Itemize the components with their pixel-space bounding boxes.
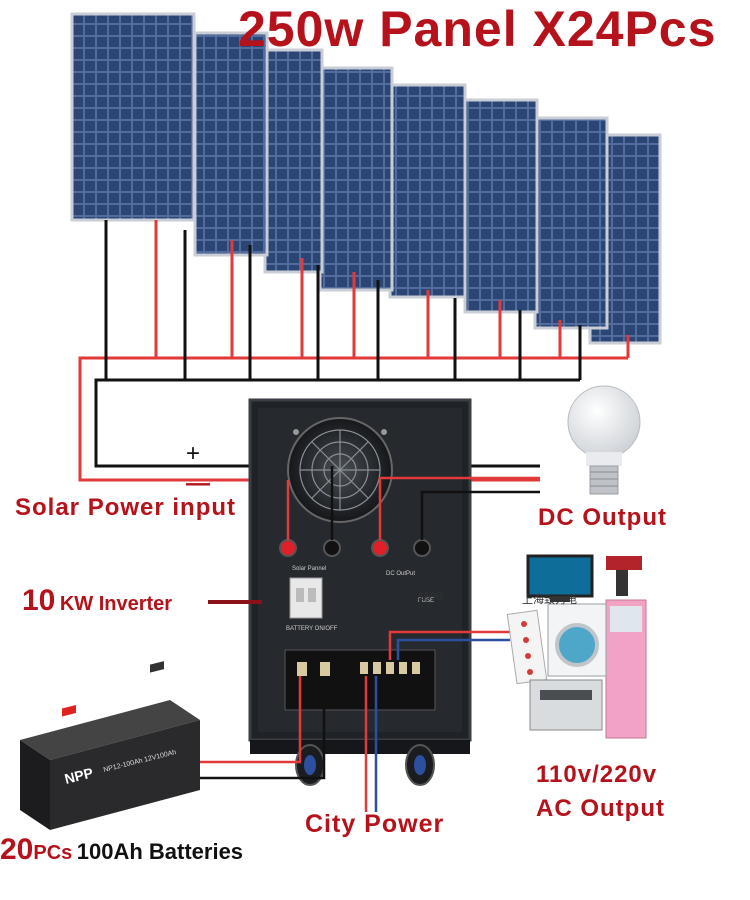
solar-panel <box>533 116 609 330</box>
battery-count: 20 <box>0 833 34 866</box>
solar-positive-terminal <box>279 539 297 557</box>
fuse-label: FUSE <box>418 598 434 604</box>
power-strip-icon <box>506 609 548 685</box>
printer-icon <box>529 679 603 731</box>
ac-output-text: AC Output <box>536 795 665 822</box>
city-power-label: City Power <box>305 810 445 838</box>
solar-panel <box>318 66 394 292</box>
watermark-right: 上海致力电 <box>522 594 577 606</box>
battery-label: 20PCs 100Ah Batteries <box>0 833 243 867</box>
solar-panel <box>463 98 539 314</box>
watermark-left: 1590 <box>418 591 443 603</box>
solar-panel <box>193 31 269 257</box>
ac-appliances <box>506 554 647 739</box>
ac-output-label: 110v/220v AC Output <box>536 758 665 826</box>
inverter-label: 10 KW Inverter <box>22 584 172 618</box>
inverter-power-number: 10 <box>22 584 56 617</box>
dc-negative-terminal <box>413 539 431 557</box>
ac-output-voltage: 110v/220v <box>536 761 658 788</box>
solar-panel <box>70 12 196 222</box>
inverter-text: KW Inverter <box>59 593 173 615</box>
solar-power-input-label: Solar Power input <box>15 494 237 521</box>
solar-negative-terminal <box>323 539 341 557</box>
inverter-cabinet: Solar Pannel DC OutPut BATTERY ON/OFF FU… <box>248 398 472 786</box>
battery-text: 100Ah Batteries <box>76 839 244 864</box>
battery-onoff-label: BATTERY ON/OFF <box>286 626 338 632</box>
positive-sign: + <box>186 440 201 467</box>
battery-breaker <box>289 577 323 619</box>
drill-icon <box>606 556 642 596</box>
negative-sign: — <box>186 470 210 497</box>
battery-pcs: PCs <box>33 842 73 864</box>
solar-panel <box>263 48 324 274</box>
tv-icon <box>526 554 594 598</box>
solar-panel <box>388 83 467 299</box>
terminal-block <box>284 649 436 711</box>
battery-icon: NPP NP12-100Ah 12V100Ah <box>20 661 200 830</box>
light-bulb-icon <box>567 385 641 495</box>
solar-panel-terminal-label: Solar Pannel <box>292 566 326 572</box>
inverter-wiring <box>200 466 540 812</box>
dc-output-label: DC Output <box>538 504 667 531</box>
dc-positive-terminal <box>371 539 389 557</box>
battery-brand-text: NPP <box>63 764 95 786</box>
solar-panel-array <box>70 12 662 345</box>
diagram-title: 250w Panel X24Pcs <box>238 1 717 57</box>
dc-output-terminal-label: DC OutPut <box>386 571 415 577</box>
